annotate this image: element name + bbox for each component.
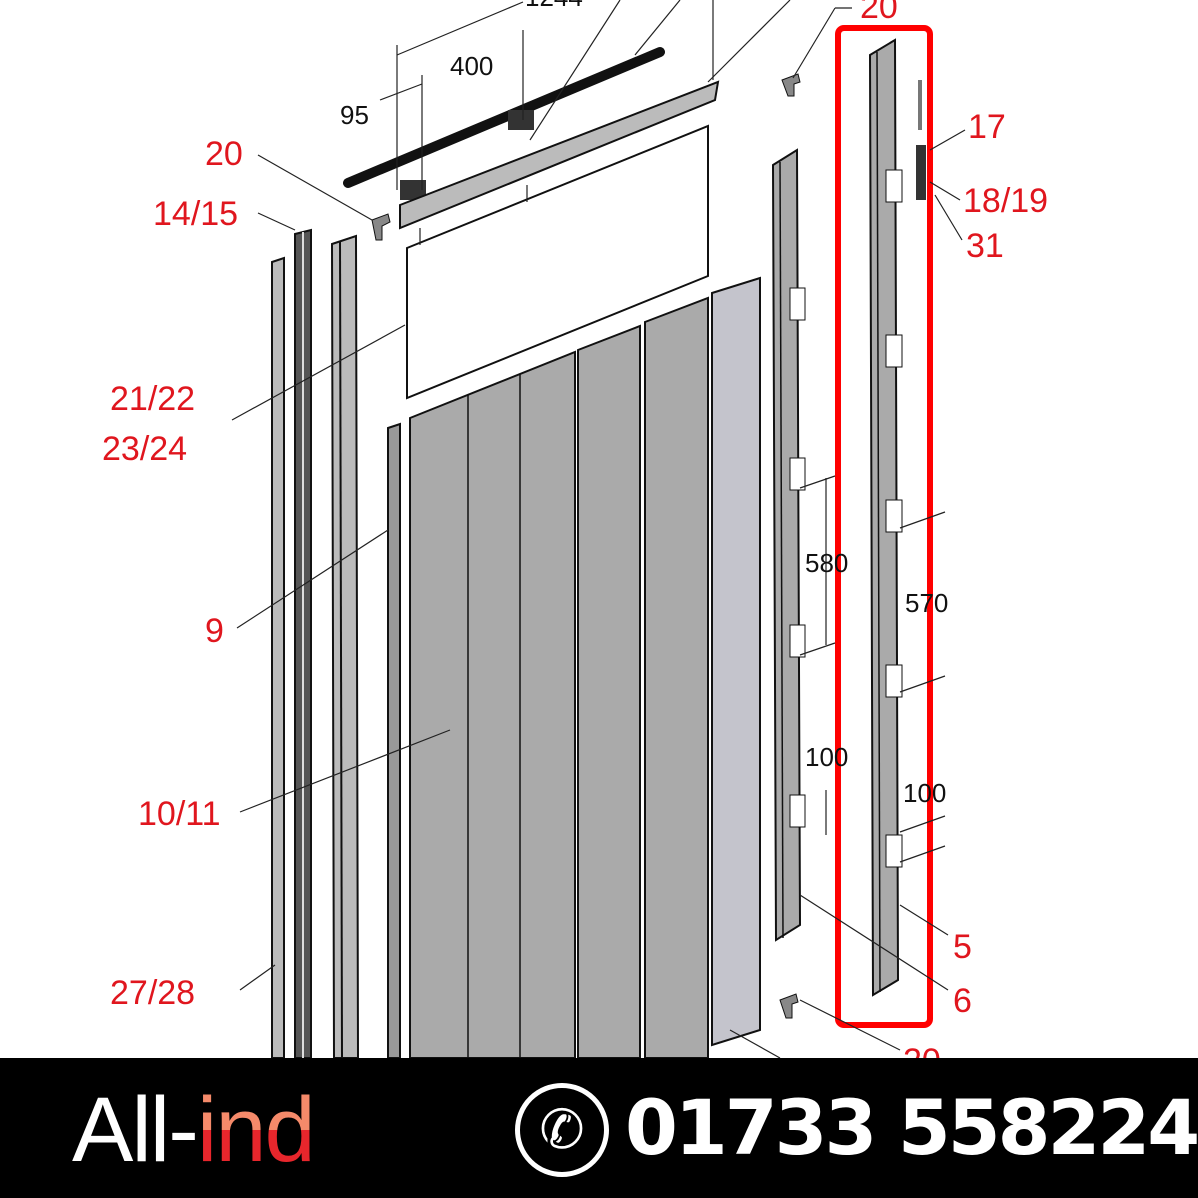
- corner-piece: [371, 73, 801, 1019]
- exploded-parts-diagram: 20 14/15 21/22 23/24 9 10/11 27/28 20 17…: [102, 0, 1048, 1058]
- profile-27-28: [271, 256, 285, 1058]
- highlight-box: [835, 25, 933, 1028]
- phone-icon: ✆: [515, 1083, 609, 1177]
- dimension-lines: [379, 1, 946, 863]
- rail-part-5: [868, 38, 926, 997]
- part-label: 23/24: [102, 430, 187, 468]
- part-label: 14/15: [153, 195, 238, 233]
- dimension-label: 570: [905, 588, 948, 618]
- rail-part-6: [771, 148, 806, 942]
- part-label: 18/19: [963, 182, 1048, 220]
- dimension-label: 95: [340, 100, 369, 130]
- main-panels: [409, 276, 761, 1058]
- part-label: 27/28: [110, 974, 195, 1012]
- dimension-label: 400: [450, 51, 493, 81]
- brand-part2: ind: [196, 1079, 316, 1181]
- part-label: 20: [903, 1042, 941, 1058]
- brand-part1: All-: [72, 1079, 199, 1181]
- part-label: 21/22: [110, 380, 195, 418]
- part-label: 6: [953, 982, 972, 1020]
- part-label: 31: [966, 227, 1004, 265]
- dimension-label: 580: [805, 548, 848, 578]
- dimension-label: 100: [903, 778, 946, 808]
- profile-21-24: [330, 234, 360, 1058]
- part-label: 10/11: [138, 795, 221, 833]
- profile-14-15: [294, 228, 312, 1058]
- part-label: 17: [968, 108, 1006, 146]
- part-label: 5: [953, 928, 972, 966]
- leader-lines: [231, 0, 966, 1058]
- top-rail: [343, 47, 665, 200]
- phone-number: 01733 558224: [625, 1083, 1198, 1172]
- part-label: 9: [205, 612, 224, 650]
- header-channel: [399, 80, 720, 230]
- part-label: 20: [205, 135, 243, 173]
- top-panel: [406, 124, 709, 400]
- dimension-label: 100: [805, 742, 848, 772]
- brand-logo: All-ind: [72, 1079, 316, 1181]
- profile-9: [387, 422, 401, 1058]
- part-label: 20: [860, 0, 898, 26]
- dimension-label: 1244: [525, 0, 583, 12]
